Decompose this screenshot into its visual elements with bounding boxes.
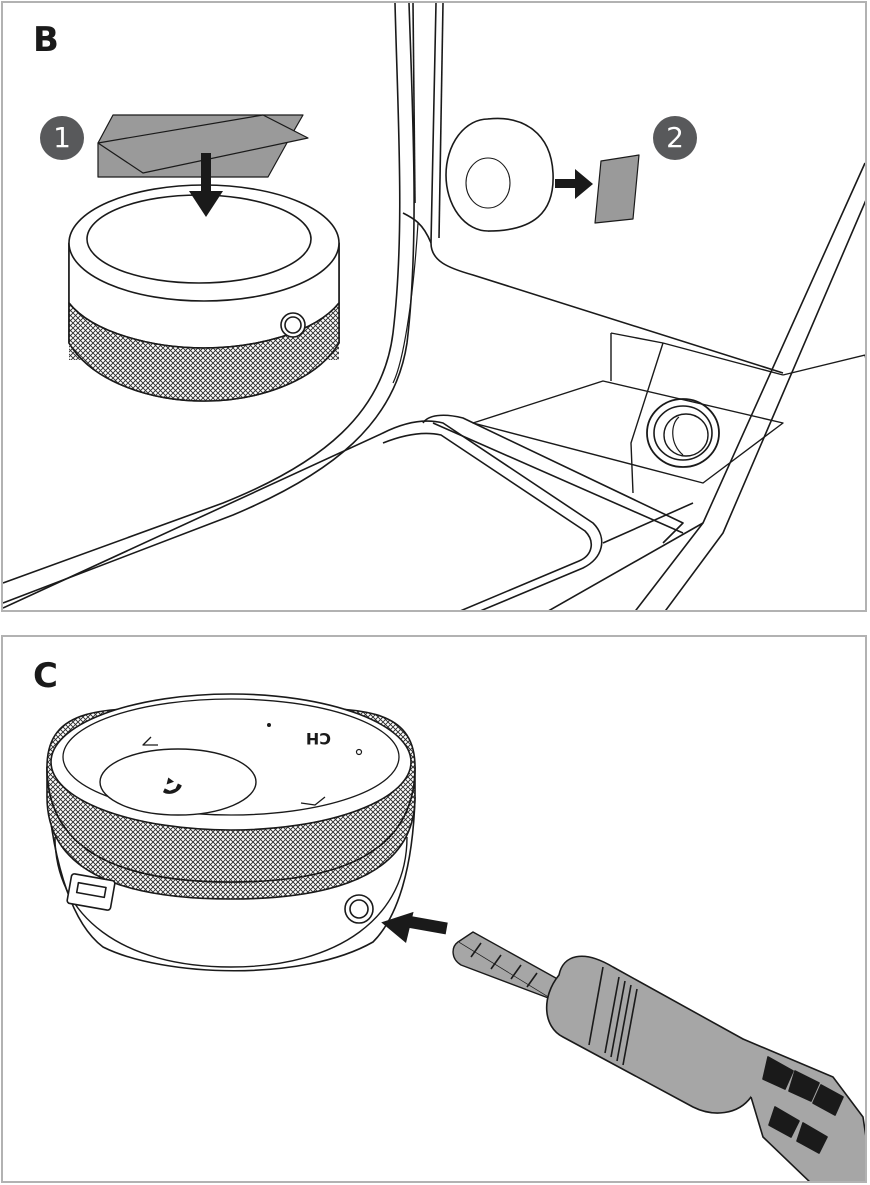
panel-label-b: B — [33, 20, 59, 60]
panel-b-illustration — [3, 3, 865, 610]
step-badge-2: 2 — [653, 116, 697, 160]
arrow-left-icon — [381, 911, 448, 944]
chevron-left-icon — [142, 736, 158, 746]
panel-c-illustration: CH — [46, 693, 865, 1181]
panel-c: C — [1, 635, 867, 1183]
panel-label-c: C — [33, 656, 58, 696]
arrow-down-icon — [189, 153, 223, 217]
wall-mounted-knob — [445, 117, 554, 232]
step-badge-1: 1 — [40, 116, 84, 160]
chevron-right-icon — [300, 796, 326, 806]
adhesive-pad-2 — [594, 154, 640, 224]
device-knob-top — [68, 184, 340, 402]
power-socket — [646, 398, 720, 468]
aux-cable-plug — [452, 931, 865, 1181]
device-ch-label: CH — [306, 729, 331, 748]
arrow-right-icon — [555, 169, 593, 199]
phone-icon — [162, 777, 182, 794]
panel-b: B 1 2 — [1, 1, 867, 612]
car-console-lines — [3, 3, 865, 610]
device-knob-side — [46, 693, 416, 972]
